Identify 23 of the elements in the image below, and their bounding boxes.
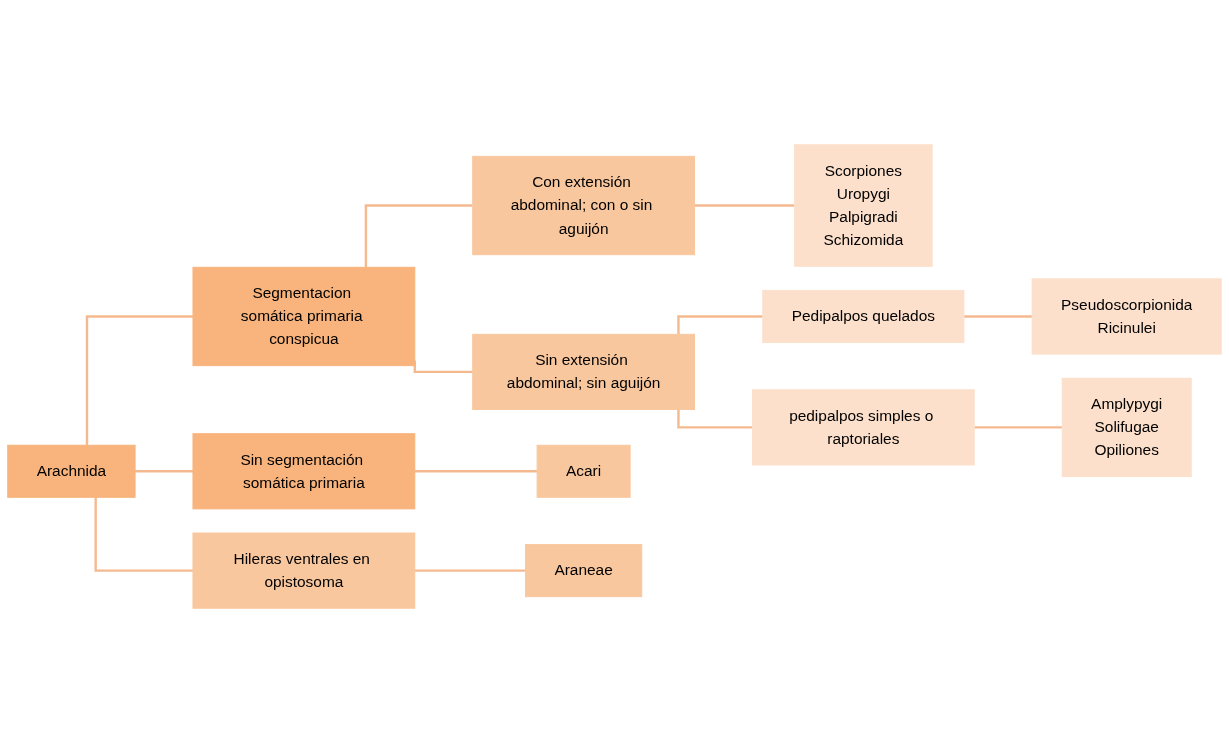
connector bbox=[677, 409, 753, 429]
node-box: Hileras ventrales en opistosoma bbox=[192, 532, 416, 609]
connector bbox=[413, 470, 538, 473]
node-box: Con extensión abdominal; con o sin aguijón bbox=[472, 155, 695, 256]
connector bbox=[413, 569, 526, 572]
connector bbox=[85, 315, 193, 446]
node-box: Segmentacion somática primaria conspicua bbox=[192, 266, 416, 367]
connector bbox=[973, 426, 1063, 429]
connector bbox=[94, 497, 193, 572]
connector bbox=[693, 204, 795, 207]
node-box: Arachnida bbox=[7, 444, 136, 498]
connector bbox=[962, 315, 1033, 318]
node-box: Acari bbox=[536, 444, 631, 498]
node-box: Amplypygi Solifugae Opiliones bbox=[1061, 377, 1192, 478]
node-box: Sin extensión abdominal; sin aguijón bbox=[472, 333, 695, 411]
node-box: Scorpiones Uropygi Palpigradi Schizomida bbox=[794, 144, 933, 267]
node-box: Pedipalpos quelados bbox=[762, 289, 965, 343]
node-box: Pseudoscorpionida Ricinulei bbox=[1031, 278, 1222, 355]
node-box: pedipalpos simples o raptoriales bbox=[751, 389, 975, 466]
node-box: Sin segmentación somática primaria bbox=[192, 433, 416, 510]
node-box: Araneae bbox=[525, 544, 643, 598]
connector bbox=[364, 204, 473, 268]
connector bbox=[677, 315, 763, 335]
